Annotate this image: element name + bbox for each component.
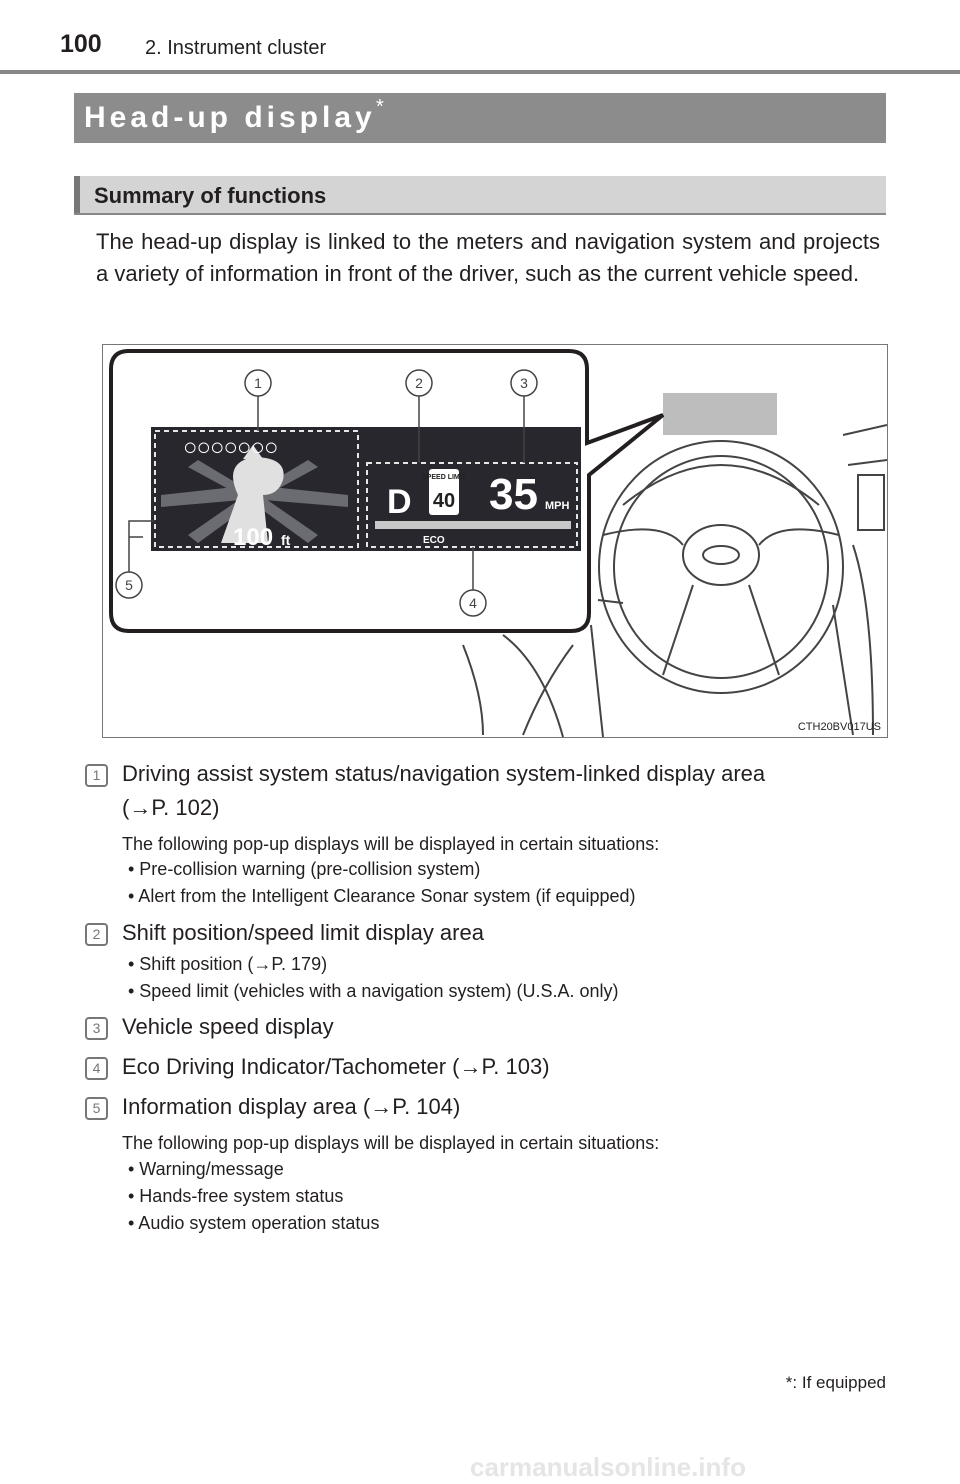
callout-4: 4 [469, 595, 477, 611]
item-number-1: 1 [85, 764, 108, 787]
if-equipped-star: * [376, 96, 384, 118]
eco-indicator-bar [375, 521, 571, 529]
item-1-ref: (→P. 102) [122, 795, 220, 820]
item-number-5: 5 [85, 1097, 108, 1120]
hud-distance: 100 [233, 524, 273, 551]
figure-code: CTH20BV017US [797, 721, 881, 733]
section-title: Head-up display [84, 101, 376, 134]
turn-arrow-icon [221, 457, 284, 543]
hud-dots: ○○○○○○○ [183, 434, 277, 461]
item-5-bullet-2: • Hands-free system status [128, 1186, 344, 1206]
footnote: *: If equipped [785, 1373, 886, 1392]
item-5-bullet-1: • Warning/message [128, 1159, 284, 1179]
section-header-bar [74, 93, 886, 143]
watermark: carmanualsonline.info [470, 1452, 746, 1482]
item-1-bullet-1: • Pre-collision warning (pre-collision s… [128, 859, 481, 879]
speed-limit-value: 40 [433, 490, 455, 512]
item-5-bullet-3: • Audio system operation status [128, 1213, 380, 1233]
hud-eco-label: ECO [423, 535, 445, 546]
intro-paragraph: The head-up display is linked to the met… [96, 229, 880, 286]
subsection-rule [74, 213, 886, 215]
item-2-bullet-1: • Shift position (→P. 179) [128, 954, 328, 974]
hud-distance-unit: ft [281, 532, 291, 548]
callout-3: 3 [520, 375, 528, 391]
callout-2: 2 [415, 375, 423, 391]
chapter-title: 2. Instrument cluster [145, 37, 327, 59]
item-number-2: 2 [85, 923, 108, 946]
item-1-text: Driving assist system status/navigation … [122, 761, 766, 786]
hud-speed: 35 [489, 470, 538, 519]
item-number-3: 3 [85, 1017, 108, 1040]
page-number: 100 [60, 30, 102, 58]
subsection-header-bar [74, 176, 886, 214]
item-1-note: The following pop-up displays will be di… [122, 834, 660, 854]
callout-5: 5 [125, 577, 133, 593]
item-5-note: The following pop-up displays will be di… [122, 1133, 660, 1153]
steering-wheel-drawing [462, 424, 887, 737]
hud-shift-position: D [387, 483, 412, 521]
item-2-bullet-2: • Speed limit (vehicles with a navigatio… [128, 981, 619, 1001]
item-3-text: Vehicle speed display [122, 1014, 334, 1039]
subsection-title: Summary of functions [94, 183, 327, 208]
item-number-4: 4 [85, 1057, 108, 1080]
item-2-text: Shift position/speed limit display area [122, 920, 484, 945]
hud-speed-unit: MPH [545, 500, 570, 512]
hud-illustration-drawing: 1 2 3 4 5 ○○○○○○○ 100 ft D SPEED LIMIT 4… [109, 349, 887, 737]
hud-illustration: 1 2 3 4 5 ○○○○○○○ 100 ft D SPEED LIMIT 4… [102, 344, 888, 738]
item-5-text: Information display area (→P. 104) [122, 1094, 461, 1119]
item-4-text: Eco Driving Indicator/Tachometer (→P. 10… [122, 1054, 550, 1079]
item-1-bullet-2: • Alert from the Intelligent Clearance S… [128, 886, 636, 906]
header-rule [0, 70, 960, 74]
speed-limit-label: SPEED LIMIT [422, 474, 467, 481]
hud-projection-area [663, 393, 777, 435]
callout-1: 1 [254, 375, 262, 391]
